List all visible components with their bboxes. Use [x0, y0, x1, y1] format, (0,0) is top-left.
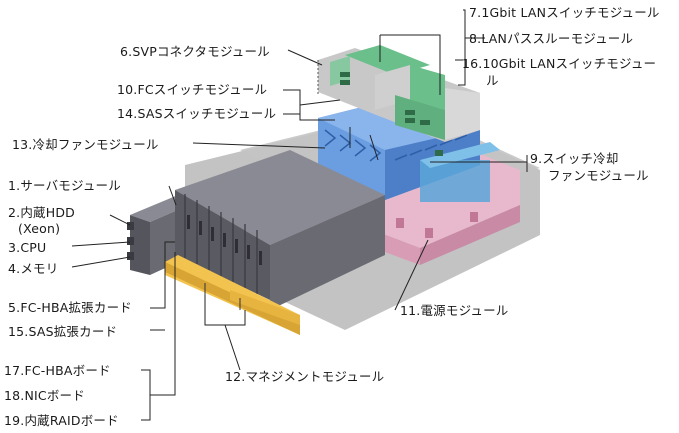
label-cpu: 3.CPU [8, 240, 47, 255]
label-cooling-fan-module: 13.冷却ファンモジュール [12, 137, 159, 152]
label-sas-switch-module: 14.SASスイッチモジュール [117, 106, 277, 121]
label-10gbit-lan-switch-module: 16.10Gbit LANスイッチモジュー [462, 56, 657, 71]
label-xeon: (Xeon) [18, 221, 61, 236]
label-power-module: 11.電源モジュール [400, 303, 509, 318]
label-svp-connector-module: 6.SVPコネクタモジュール [120, 44, 270, 59]
switch-modules [317, 45, 480, 156]
label-internal-hdd: 2.内蔵HDD [8, 205, 75, 220]
label-nic-board: 18.NICボード [4, 388, 85, 403]
label-lan-pass-through-module: 8.LANパススルーモジュール [469, 31, 634, 46]
label-fc-switch-module: 10.FCスイッチモジュール [117, 82, 268, 97]
label-1gbit-lan-switch-module: 7.1Gbit LANスイッチモジュール [469, 5, 660, 20]
label-10gbit-lan-switch-module-cont: ル [486, 73, 499, 88]
label-fc-hba-board: 17.FC-HBAボード [4, 363, 111, 378]
label-management-module: 12.マネジメントモジュール [225, 369, 385, 384]
label-sas-expansion-card: 15.SAS拡張カード [8, 324, 118, 339]
server-blade-rack [175, 150, 385, 310]
label-switch-cooling: 9.スイッチ冷却 [530, 151, 619, 166]
leader-lines [71, 9, 528, 421]
label-fc-hba-expansion-card: 5.FC-HBA拡張カード [8, 300, 132, 315]
label-server-module: 1.サーバモジュール [8, 178, 121, 193]
management-modules [165, 255, 300, 335]
label-internal-raid-board: 19.内蔵RAIDボード [4, 413, 119, 428]
label-switch-cooling-fan-module: ファンモジュール [548, 168, 649, 183]
label-memory: 4.メモリ [8, 261, 59, 276]
